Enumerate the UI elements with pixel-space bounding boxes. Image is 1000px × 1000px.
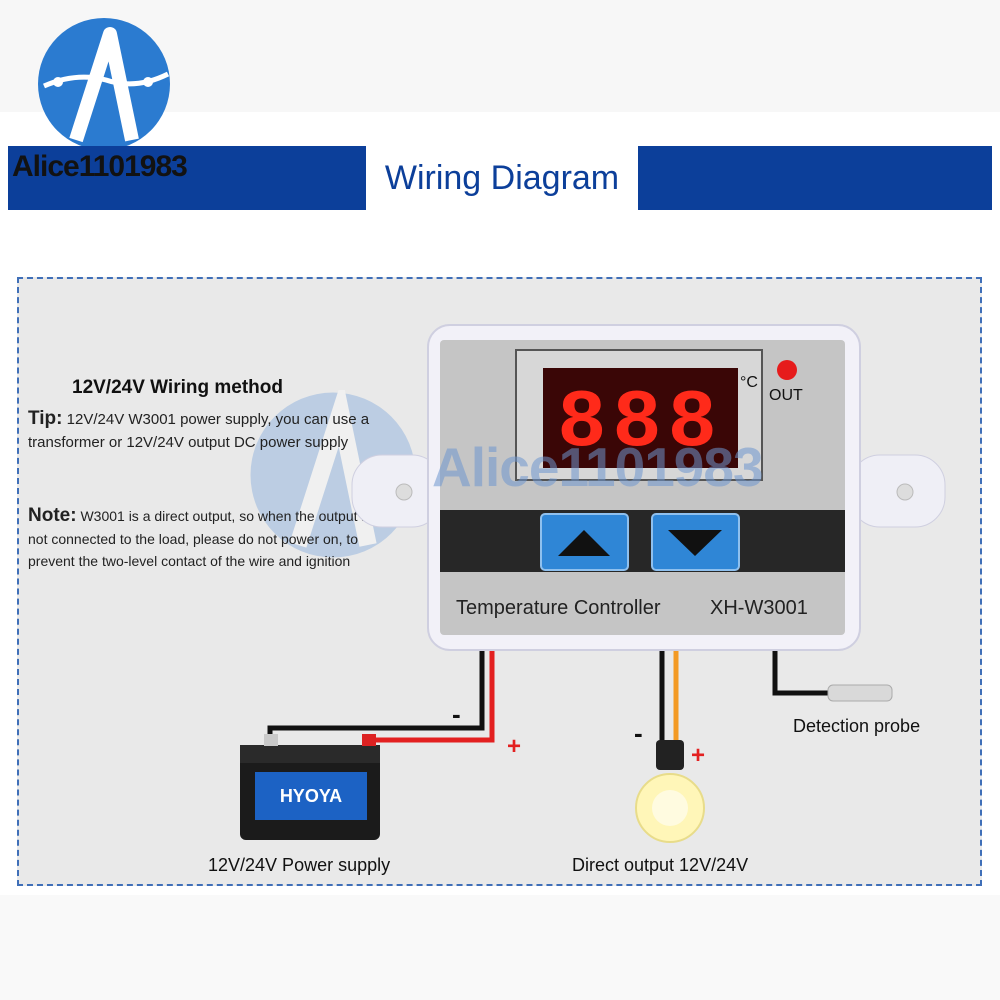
- tip-text: 12V/24V W3001 power supply, you can use …: [28, 411, 370, 451]
- brand-name: Alice1101983: [12, 150, 188, 183]
- bottom-background: [0, 895, 1000, 1000]
- brand-logo-icon: [38, 18, 170, 150]
- direct-output-label: Direct output 12V/24V: [572, 855, 749, 875]
- celsius-unit: °C: [740, 374, 758, 391]
- wiring-method-title: 12V/24V Wiring method: [72, 377, 283, 398]
- battery-plus-sign: +: [507, 733, 521, 760]
- light-bulb-icon: [635, 740, 705, 843]
- controller-name: Temperature Controller: [456, 597, 661, 619]
- power-supply-label: 12V/24V Power supply: [208, 855, 391, 875]
- page-title: Wiring Diagram: [366, 146, 638, 210]
- triangle-down-icon: [668, 530, 722, 556]
- watermark-text: Alice1101983: [432, 436, 764, 498]
- detection-probe-label: Detection probe: [793, 716, 921, 736]
- probe-cable: [772, 650, 830, 696]
- bulb-plus-sign: +: [691, 742, 705, 769]
- note-label: Note:: [28, 505, 77, 526]
- bulb-minus-sign: -: [634, 718, 643, 748]
- battery-icon: HYOYA: [240, 734, 380, 840]
- led-display: [543, 368, 738, 468]
- battery-minus-sign: -: [452, 699, 461, 729]
- note-paragraph: Note: W3001 is a direct output, so when …: [28, 505, 373, 573]
- tip-paragraph: Tip: 12V/24V W3001 power supply, you can…: [28, 408, 373, 454]
- out-indicator-led: [777, 360, 797, 380]
- controller-model: XH-W3001: [710, 597, 808, 619]
- probe-tip-icon: [827, 684, 893, 702]
- black-wire-battery: [267, 650, 485, 740]
- triangle-up-icon: [558, 530, 610, 556]
- red-wire-battery: [372, 650, 495, 743]
- header-bar-right: [638, 146, 992, 210]
- out-label: OUT: [769, 387, 803, 404]
- tip-label: Tip:: [28, 408, 63, 429]
- header-bar-left: [8, 146, 366, 210]
- button-strip: [440, 510, 845, 572]
- svg-text:HYOYA: HYOYA: [280, 786, 342, 806]
- led-digits: 888: [557, 377, 723, 470]
- note-text: W3001 is a direct output, so when the ou…: [28, 508, 372, 569]
